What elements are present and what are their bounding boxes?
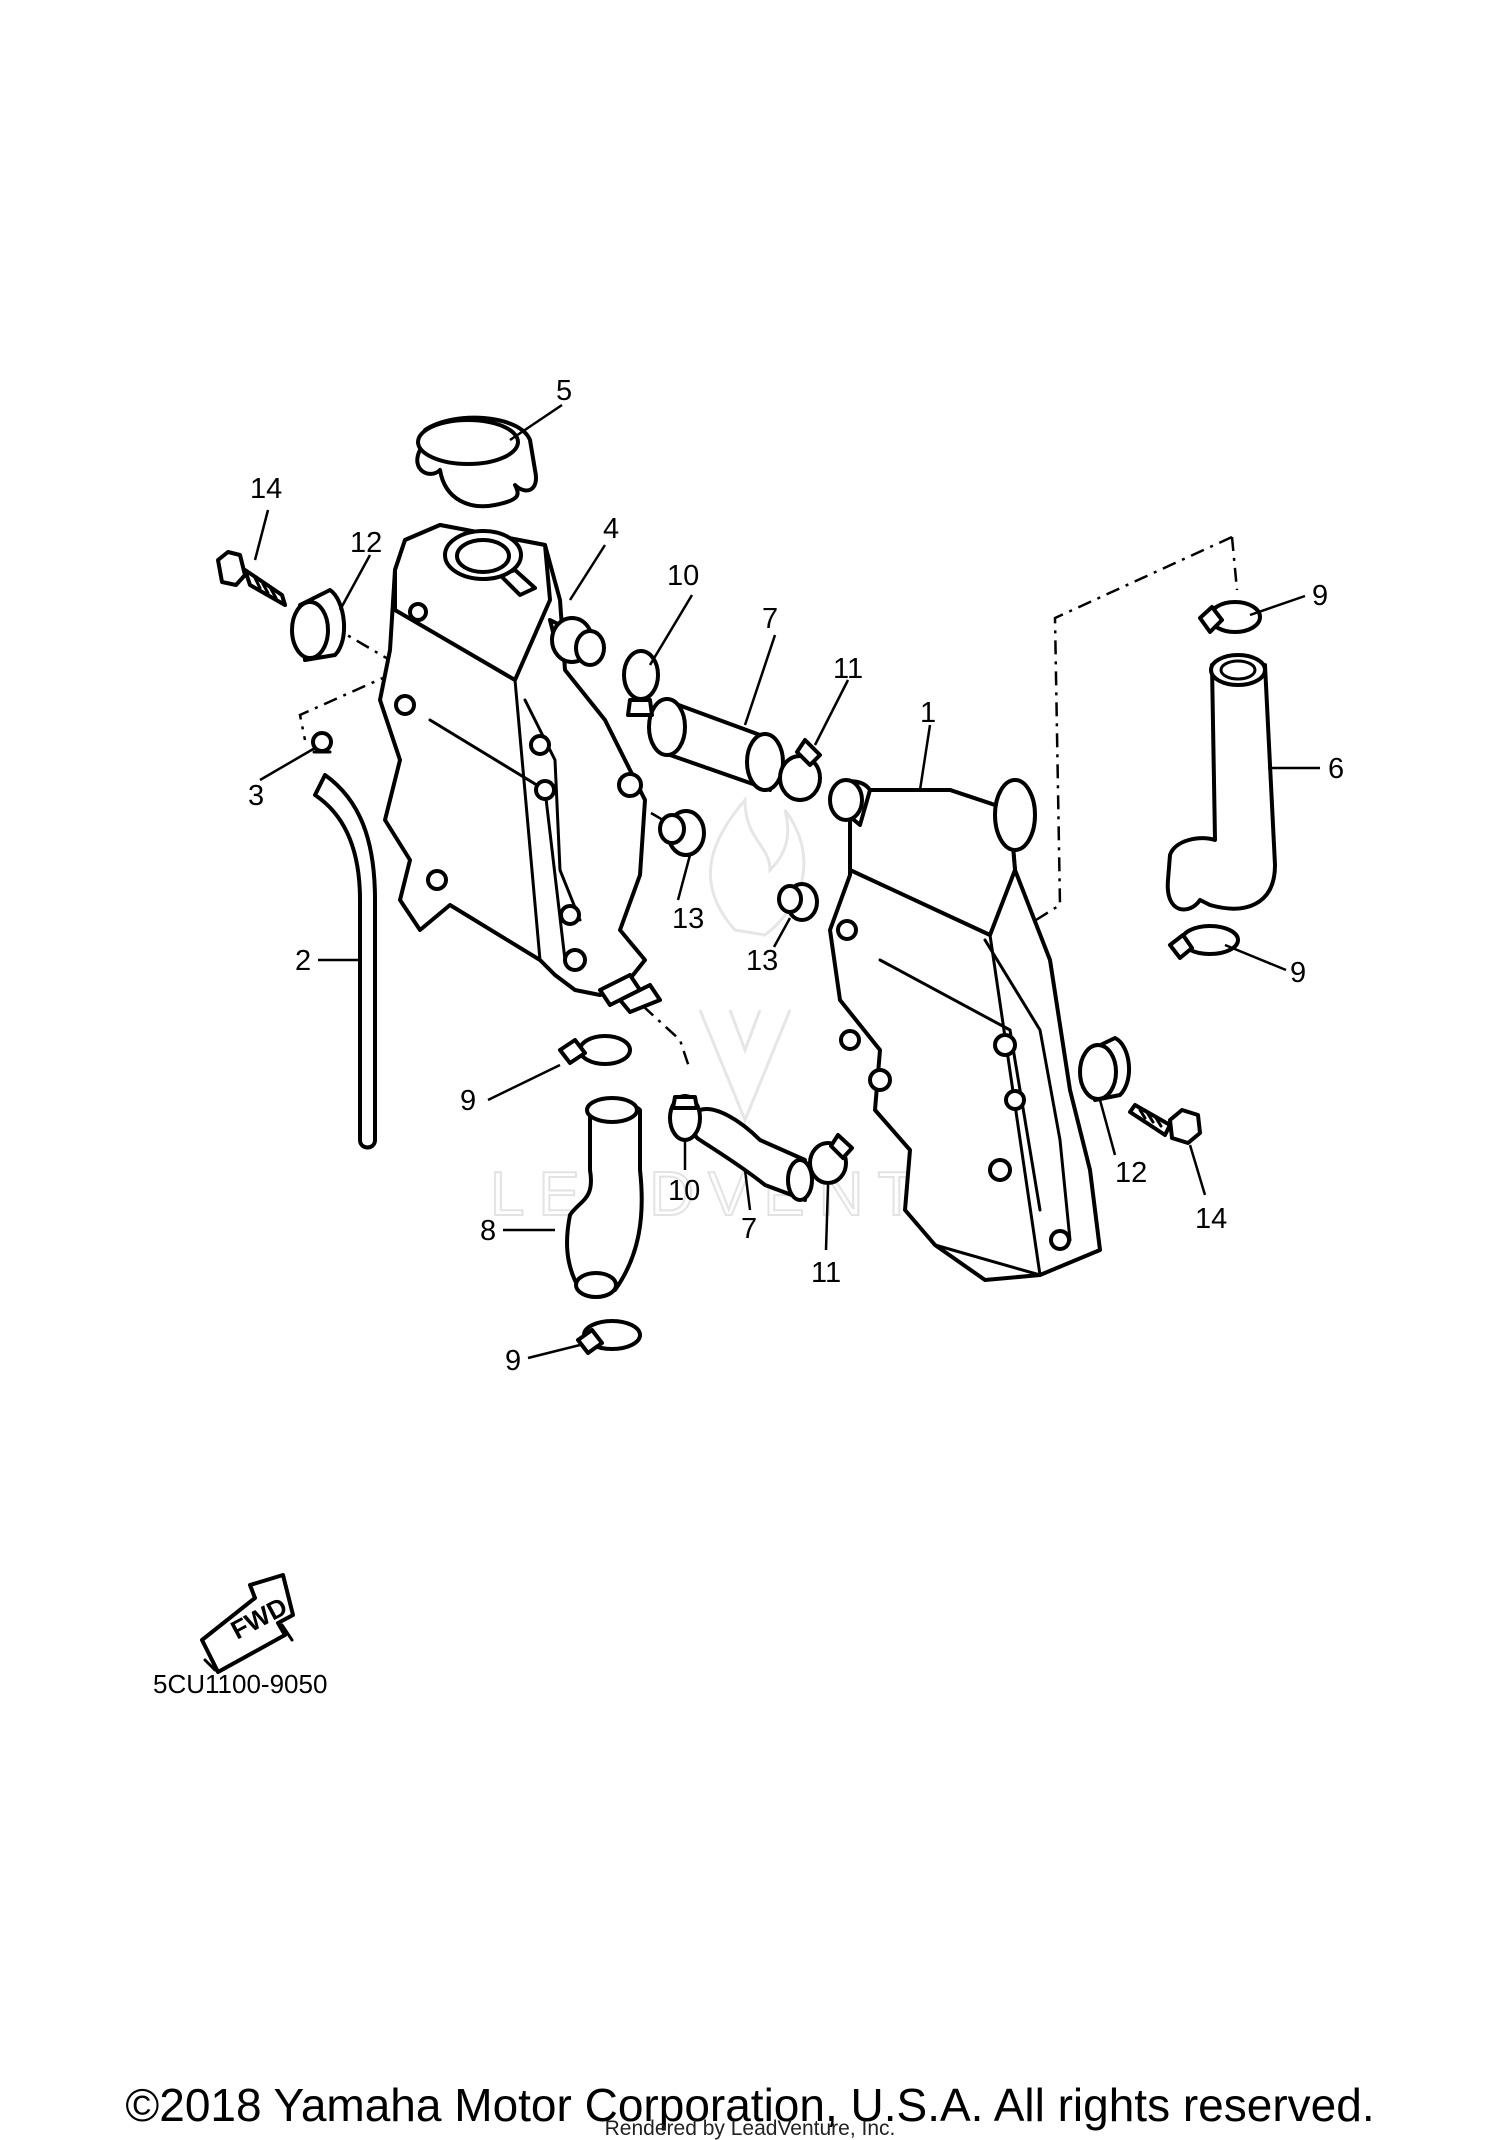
hose-clamp bbox=[558, 1034, 632, 1066]
hose-clamp bbox=[1198, 600, 1262, 634]
hose-clamp bbox=[576, 1319, 642, 1355]
callout-label: 13 bbox=[746, 945, 778, 977]
collar bbox=[777, 882, 819, 922]
clamp bbox=[622, 649, 660, 717]
callout-label: 2 bbox=[295, 945, 311, 977]
alignment-line bbox=[1019, 535, 1233, 932]
callout-label: 3 bbox=[248, 780, 264, 812]
callout-label: 7 bbox=[741, 1213, 757, 1245]
callout-label: 4 bbox=[603, 513, 619, 545]
copyright-notice: ©2018 Yamaha Motor Corporation, U.S.A. A… bbox=[125, 2079, 1375, 2131]
filler-neck-inner bbox=[455, 538, 511, 574]
callout-label: 6 bbox=[1328, 753, 1344, 785]
callout-label: 14 bbox=[250, 473, 282, 505]
callout-label: 9 bbox=[460, 1085, 476, 1117]
callout-label: 9 bbox=[505, 1345, 521, 1377]
clamp bbox=[668, 1094, 702, 1142]
upper-radiator-hose bbox=[1165, 653, 1277, 912]
callout-label: 12 bbox=[1115, 1157, 1147, 1189]
rendered-by-notice: Rendered by LeadVenture, Inc. bbox=[604, 2117, 896, 2140]
callout-label: 1 bbox=[920, 697, 936, 729]
diagram-code: 5CU1100-9050 bbox=[153, 1669, 327, 1699]
callout-label: 11 bbox=[833, 653, 863, 685]
straight-hose bbox=[647, 697, 785, 792]
callout-label: 5 bbox=[556, 375, 572, 407]
callout-label: 9 bbox=[1290, 957, 1306, 989]
callout-label: 10 bbox=[667, 560, 699, 592]
clamp bbox=[778, 738, 822, 802]
callout-label: 11 bbox=[811, 1257, 841, 1289]
leader-lines bbox=[253, 403, 1320, 1360]
fwd-arrow-icon: FWD bbox=[200, 1573, 295, 1674]
hose-clip bbox=[311, 731, 333, 754]
radiator-cap bbox=[415, 415, 538, 509]
callout-label: 7 bbox=[762, 603, 778, 635]
clamp bbox=[808, 1133, 854, 1185]
callout-label: 10 bbox=[668, 1175, 700, 1207]
callout-label: 12 bbox=[350, 527, 382, 559]
overflow-hose bbox=[313, 773, 377, 1150]
callout-labels: 1 2 3 4 5 6 7 7 8 9 9 9 9 10 10 11 11 12… bbox=[248, 375, 1344, 1377]
hose-clamp bbox=[1168, 924, 1240, 960]
alignment-line bbox=[619, 984, 692, 1071]
right-radiator bbox=[828, 778, 1102, 1282]
left-radiator bbox=[378, 523, 662, 1014]
bolt bbox=[1128, 1103, 1202, 1145]
bolt bbox=[216, 550, 287, 607]
lower-radiator-hose bbox=[565, 1096, 644, 1299]
callout-label: 14 bbox=[1195, 1203, 1227, 1235]
alignment-line bbox=[1230, 536, 1239, 591]
grommet bbox=[290, 588, 347, 662]
grommet bbox=[1078, 1036, 1132, 1102]
callout-label: 9 bbox=[1312, 580, 1328, 612]
callout-label: 8 bbox=[480, 1215, 496, 1247]
callout-label: 13 bbox=[672, 903, 704, 935]
collar bbox=[658, 809, 706, 857]
